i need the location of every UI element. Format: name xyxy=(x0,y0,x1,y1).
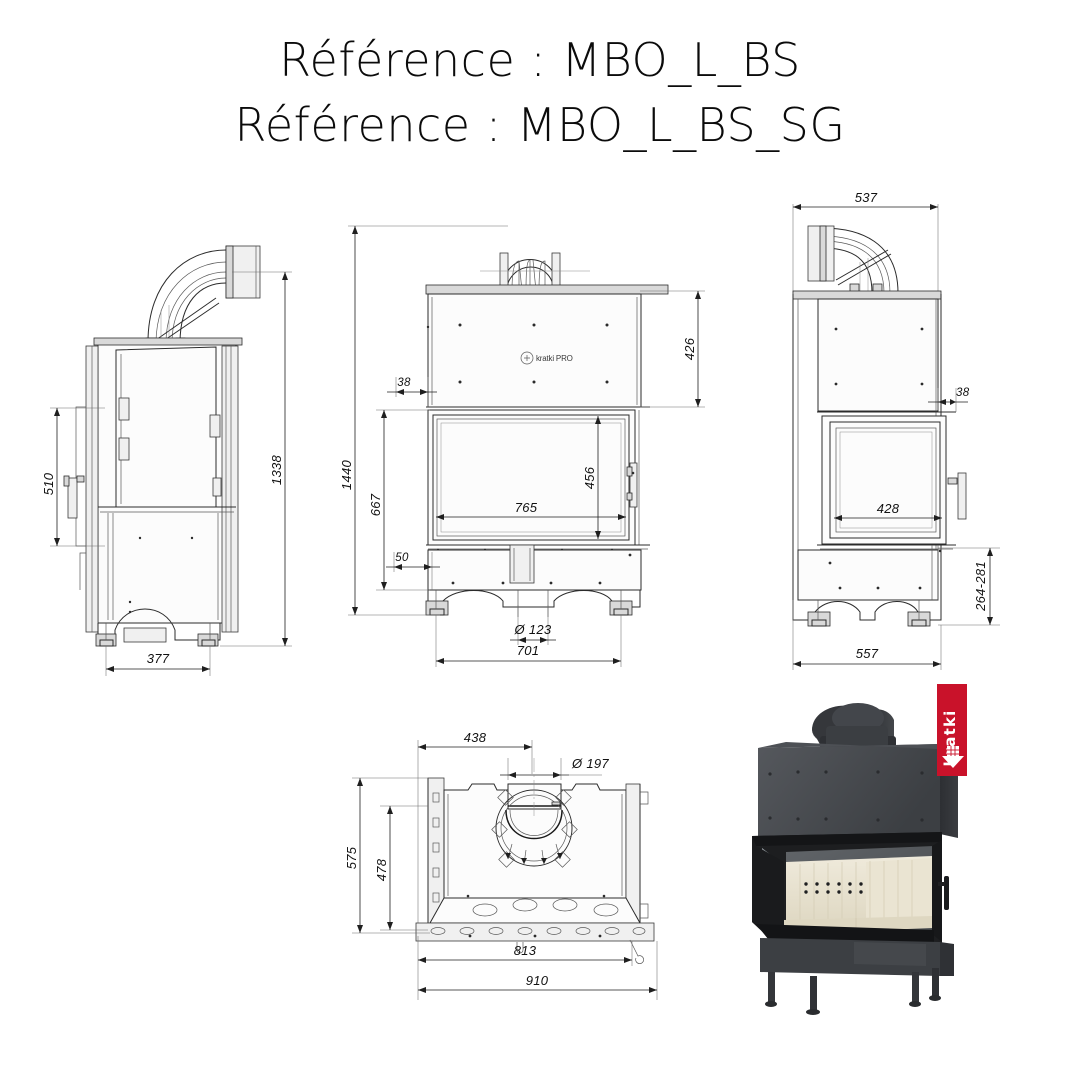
dimension-813: 813 xyxy=(417,936,633,966)
flue-elbow-left xyxy=(145,245,261,348)
kratki-banner: kratki xyxy=(937,684,967,776)
flue-elbow-right xyxy=(807,225,899,294)
dimension-diameter-197: Ø 197 xyxy=(500,756,609,780)
front-flange-slots xyxy=(430,927,646,935)
body-outline-right xyxy=(792,290,967,627)
reference-title-2: Référence : MBO_L_BS_SG xyxy=(234,98,846,153)
dimension-813-label: 813 xyxy=(514,943,537,958)
product-photo-svg: kratki xyxy=(726,676,1080,1028)
dimension-910-label: 910 xyxy=(526,973,549,988)
dimension-478-label: 478 xyxy=(374,858,389,881)
kratki-arrow-icon xyxy=(942,746,964,768)
dimension-456: 456 xyxy=(582,416,601,539)
dimension-264-281-label: 264-281 xyxy=(973,561,988,612)
dimension-537-label: 537 xyxy=(855,190,878,205)
side-left-svg: 510 1338 377 xyxy=(41,245,292,676)
dimension-diameter-123-label: Ø 123 xyxy=(514,622,552,637)
upper-body-front: kratki PRO xyxy=(426,293,642,408)
dimension-575: 575 xyxy=(344,777,430,934)
drawing-side-left-view: 510 1338 377 xyxy=(20,210,320,680)
dimension-428: 428 xyxy=(834,501,942,521)
dimension-557: 557 xyxy=(792,600,942,670)
dimension-264-281: 264-281 xyxy=(938,547,1000,626)
dimension-910: 910 xyxy=(417,941,658,1000)
dimension-456-label: 456 xyxy=(582,466,597,489)
dimension-667: 667 xyxy=(368,409,430,591)
top-plate-front xyxy=(425,284,669,295)
brand-plate-front: kratki PRO xyxy=(520,351,573,365)
dimension-38-right: 38 xyxy=(928,387,970,412)
dimension-510: 510 xyxy=(41,407,105,547)
photo-air-holes xyxy=(804,882,863,894)
ash-drawer-front xyxy=(509,544,535,584)
dimension-667-label: 667 xyxy=(368,493,383,516)
photo-door-frame xyxy=(752,832,949,950)
dimension-428-label: 428 xyxy=(877,501,900,516)
dimension-38-right-label: 38 xyxy=(956,387,970,399)
drawing-plan-view: 438 Ø 197 xyxy=(340,718,700,1018)
dimension-438: 438 xyxy=(417,730,533,936)
plan-svg: 438 Ø 197 xyxy=(344,730,658,1000)
dimension-537: 537 xyxy=(792,190,939,294)
plan-body-outline xyxy=(415,777,655,964)
dimension-701: 701 xyxy=(435,615,622,667)
flue-collar-front xyxy=(480,252,590,292)
dimension-426-label: 426 xyxy=(682,337,697,360)
dimension-1440-label: 1440 xyxy=(339,459,354,490)
drawing-side-right-view: 537 xyxy=(760,188,1080,678)
dimension-diameter-197-label: Ø 197 xyxy=(571,756,609,771)
flue-collar-plan xyxy=(491,758,578,868)
reference-title-1: Référence : MBO_L_BS xyxy=(279,33,801,87)
dimension-510-label: 510 xyxy=(41,472,56,495)
dimension-50-label: 50 xyxy=(395,552,409,564)
dimension-377: 377 xyxy=(105,646,211,676)
dimension-765: 765 xyxy=(436,500,626,520)
title-block: Référence : MBO_L_BS Référence : MBO_L_B… xyxy=(0,28,1080,159)
dimension-765-label: 765 xyxy=(515,500,538,515)
dimension-38-label: 38 xyxy=(397,377,411,389)
dimension-377-label: 377 xyxy=(147,651,170,666)
front-svg: kratki PRO xyxy=(339,225,705,667)
dimension-38: 38 xyxy=(387,377,437,407)
door-front xyxy=(426,406,650,552)
dimension-575-label: 575 xyxy=(344,846,359,869)
lower-body-front xyxy=(425,544,642,617)
dimension-478: 478 xyxy=(374,805,428,931)
dimension-1338: 1338 xyxy=(220,271,292,647)
photo-upper-body xyxy=(758,742,958,838)
door-handle-front xyxy=(629,462,638,508)
deck-vents xyxy=(472,898,619,917)
dimension-438-label: 438 xyxy=(464,730,487,745)
dimension-diameter-123: Ø 123 xyxy=(510,605,556,645)
dimension-557-label: 557 xyxy=(856,646,879,661)
flue-ribs xyxy=(505,843,563,865)
photo-door-handle xyxy=(944,876,949,910)
photo-lower-body xyxy=(760,938,954,1015)
side-right-svg: 537 xyxy=(792,190,1000,670)
dimension-1440: 1440 xyxy=(339,225,508,616)
drawing-front-view: kratki PRO xyxy=(339,205,720,675)
body-outline-left xyxy=(63,337,243,647)
brand-plate-label: kratki PRO xyxy=(536,354,573,363)
dimension-50: 50 xyxy=(386,552,440,590)
door-handle-right xyxy=(957,472,967,520)
dimension-701-label: 701 xyxy=(517,643,540,658)
product-photo: kratki xyxy=(726,676,1080,1028)
dimension-426: 426 xyxy=(640,290,705,408)
dimension-1338-label: 1338 xyxy=(269,454,284,485)
